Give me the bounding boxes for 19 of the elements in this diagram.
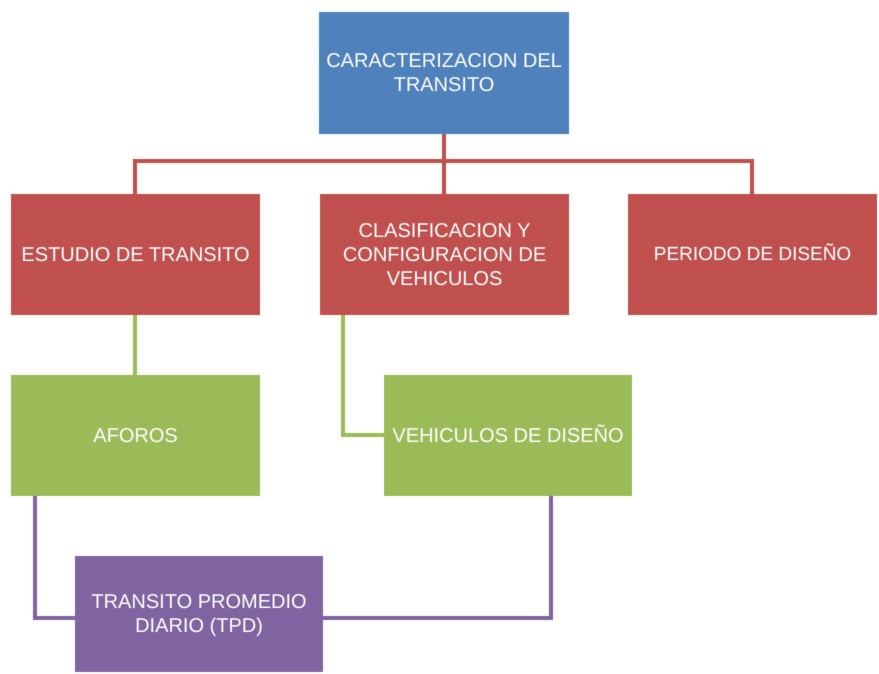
process-box (320, 194, 569, 315)
connector-line (341, 315, 384, 437)
box-label: TRANSITO PROMEDIO DIARIO (TPD) (90, 590, 308, 638)
process-box (75, 556, 323, 672)
process-box (319, 12, 569, 134)
process-box (384, 375, 632, 496)
box-label: PERIODO DE DISEÑO (654, 242, 852, 266)
box-label: CLASIFICACION Y CONFIGURACION DE VEHICULOS (342, 218, 548, 290)
box-label: VEHICULOS DE DISEÑO (392, 424, 624, 448)
process-box (11, 375, 260, 496)
process-box (11, 194, 260, 315)
process-box (628, 194, 877, 315)
box-label: ESTUDIO DE TRANSITO (21, 242, 250, 266)
connector-line (33, 496, 75, 620)
box-label: AFOROS (93, 424, 178, 448)
connector-line (323, 496, 553, 620)
box-label: CARACTERIZACION DEL TRANSITO (325, 49, 563, 97)
connector-line (442, 134, 754, 194)
connector-line (133, 315, 137, 375)
